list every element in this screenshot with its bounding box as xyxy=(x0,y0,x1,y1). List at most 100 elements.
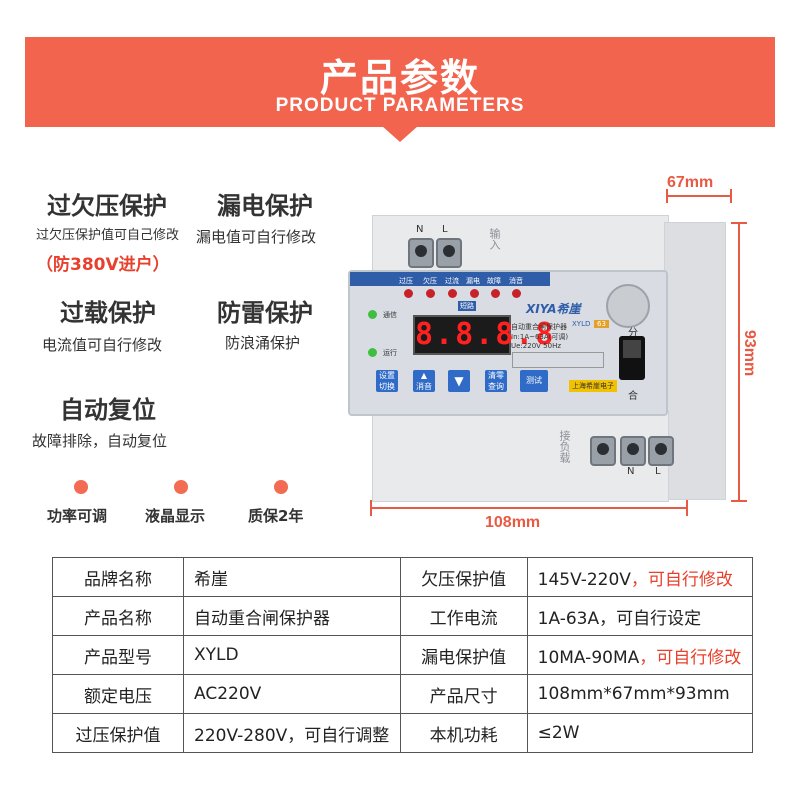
highlight-lcd: 液晶显示 xyxy=(145,507,206,525)
dimension-height-line xyxy=(738,222,740,502)
top-label-n: N xyxy=(416,224,424,235)
spec-key: 漏电保护值 xyxy=(399,635,528,675)
table-row: 品牌名称 希崖 欠压保护值 145V-220V，可自行修改 xyxy=(52,557,754,597)
dimension-width-line xyxy=(370,507,688,509)
table-row: 产品名称 自动重合闸保护器 工作电流 1A-63A，可自行设定 xyxy=(52,596,754,636)
status-run: 运行 xyxy=(383,349,397,357)
run-led xyxy=(368,348,377,357)
dimension-width: 108mm xyxy=(485,514,541,531)
spec-line: Ue:220V 50Hz xyxy=(511,342,562,350)
led-indicator xyxy=(404,289,413,298)
highlight-warranty: 质保2年 xyxy=(248,507,304,525)
spec-value: ≤2W xyxy=(526,713,754,753)
feature-note-voltage: （防380V进户） xyxy=(36,255,170,275)
dimension-height-tick xyxy=(731,500,747,502)
terminal-screw xyxy=(620,436,646,466)
down-button[interactable]: ▼ xyxy=(448,370,470,392)
dimension-width-tick xyxy=(686,500,688,516)
device-side xyxy=(664,222,726,500)
bottom-label-n: N xyxy=(627,466,635,477)
comm-led xyxy=(368,310,377,319)
test-button[interactable]: 测试 xyxy=(520,370,548,392)
spec-value: 希崖 xyxy=(183,557,401,597)
spec-line: In:1A~63A(可调) xyxy=(511,333,569,341)
dimension-depth: 67mm xyxy=(667,174,714,191)
feature-desc-leakage: 漏电值可自行修改 xyxy=(196,228,317,246)
led-label: 过流 xyxy=(445,277,459,285)
led-indicator xyxy=(448,289,457,298)
highlight-dot xyxy=(174,480,188,494)
status-comm: 通信 xyxy=(383,311,397,319)
load-label: 接负载 xyxy=(558,430,571,463)
dimension-depth-tick xyxy=(730,189,732,203)
header-banner: 产品参数 PRODUCT PARAMETERS xyxy=(25,37,775,127)
switch-off-label: 分 xyxy=(628,328,638,339)
highlight-power: 功率可调 xyxy=(47,507,108,525)
set-switch-button[interactable]: 设置切换 xyxy=(376,370,398,392)
highlight-dot xyxy=(274,480,288,494)
spec-value: 145V-220V，可自行修改 xyxy=(526,557,754,597)
terminal-screw xyxy=(648,436,674,466)
spec-key: 品牌名称 xyxy=(52,557,184,597)
spec-value: XYLD xyxy=(183,635,401,675)
dimension-depth-tick xyxy=(666,189,668,203)
switch-on-label: 合 xyxy=(628,391,638,402)
dimension-width-tick xyxy=(370,500,372,516)
banner-arrow xyxy=(382,126,418,142)
spec-value: 1A-63A，可自行设定 xyxy=(526,596,754,636)
table-row: 额定电压 AC220V 产品尺寸 108mm*67mm*93mm xyxy=(52,674,754,714)
up-mute-button[interactable]: ▲消音 xyxy=(413,370,435,392)
spec-value: 自动重合闸保护器 xyxy=(183,596,401,636)
dimension-height: 93mm xyxy=(741,330,758,377)
model-sub: 63 xyxy=(594,320,609,328)
spec-key: 欠压保护值 xyxy=(399,557,528,597)
spec-key: 本机功耗 xyxy=(399,713,528,753)
led-indicator xyxy=(426,289,435,298)
feature-title-leakage: 漏电保护 xyxy=(217,192,313,220)
feature-desc-overload: 电流值可自行修改 xyxy=(42,336,163,354)
dimension-height-tick xyxy=(731,222,747,224)
clear-query-button[interactable]: 清零查询 xyxy=(485,370,507,392)
bottom-label-l: L xyxy=(655,466,661,477)
switch-rocker xyxy=(623,340,641,358)
led-indicator xyxy=(491,289,500,298)
spec-box xyxy=(512,352,604,368)
table-row: 过压保护值 220V-280V，可自行调整 本机功耗 ≤2W xyxy=(52,713,754,753)
feature-title-reset: 自动复位 xyxy=(60,396,156,424)
feature-desc-lightning: 防浪涌保护 xyxy=(225,334,301,352)
spec-key: 额定电压 xyxy=(52,674,184,714)
led-label: 欠压 xyxy=(423,277,437,285)
model-tag: XYLD xyxy=(572,320,591,328)
spec-value: AC220V xyxy=(183,674,401,714)
led-indicator xyxy=(512,289,521,298)
feature-desc-voltage: 过欠压保护值可自己修改 xyxy=(36,228,180,243)
spec-value: 108mm*67mm*93mm xyxy=(526,674,754,714)
dimension-depth-line xyxy=(666,195,732,197)
spec-key: 工作电流 xyxy=(399,596,528,636)
banner-title: 产品参数 xyxy=(319,56,480,100)
led-label: 过压 xyxy=(399,277,413,285)
terminal-screw xyxy=(436,238,462,268)
maker-label: 上海希崖电子 xyxy=(569,380,617,392)
strip-label: 短路 xyxy=(458,301,476,311)
spec-table: 品牌名称 希崖 欠压保护值 145V-220V，可自行修改 产品名称 自动重合闸… xyxy=(52,557,754,753)
banner-subtitle: PRODUCT PARAMETERS xyxy=(275,95,525,116)
spec-key: 产品尺寸 xyxy=(399,674,528,714)
spec-value: 220V-280V，可自行调整 xyxy=(183,713,401,753)
feature-title-overload: 过载保护 xyxy=(60,299,156,327)
buzzer-grille xyxy=(606,284,650,328)
terminal-screw xyxy=(590,436,616,466)
feature-title-voltage: 过欠压保护 xyxy=(47,192,167,220)
indicator-strip xyxy=(350,272,550,286)
digital-display: 8.8.8.8 xyxy=(413,315,553,355)
device-brand: XIYA希崖 xyxy=(526,302,581,316)
feature-title-lightning: 防雷保护 xyxy=(217,299,313,327)
spec-key: 产品型号 xyxy=(52,635,184,675)
led-label: 故障 xyxy=(487,277,501,285)
spec-value: 10MA-90MA，可自行修改 xyxy=(526,635,754,675)
feature-desc-reset: 故障排除，自动复位 xyxy=(32,432,168,450)
power-switch[interactable] xyxy=(619,336,645,380)
highlight-dot xyxy=(74,480,88,494)
table-row: 产品型号 XYLD 漏电保护值 10MA-90MA，可自行修改 xyxy=(52,635,754,675)
led-indicator xyxy=(470,289,479,298)
